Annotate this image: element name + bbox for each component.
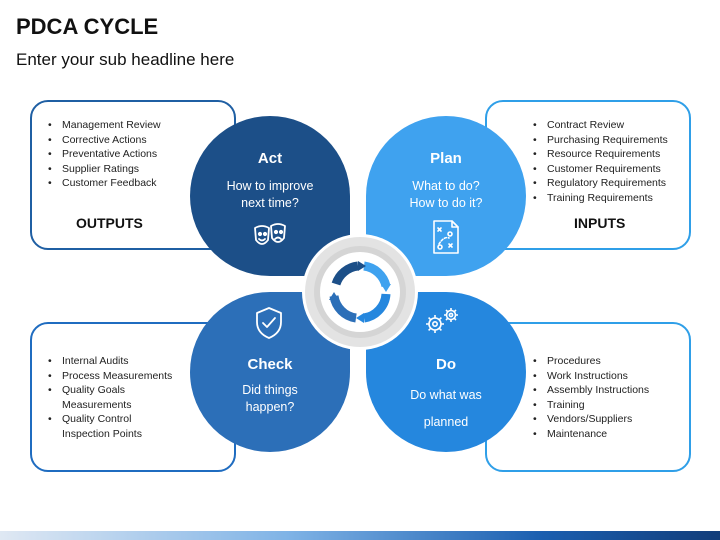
outputs-label: OUTPUTS (76, 215, 143, 231)
do-item: Training (531, 398, 649, 413)
do-item: Assembly Instructions (531, 383, 649, 398)
bottom-accent-bar (0, 531, 720, 540)
inputs-item: Purchasing Requirements (531, 133, 668, 148)
do-item: Maintenance (531, 427, 649, 442)
outputs-item: Corrective Actions (46, 133, 161, 148)
check-item: Internal Audits (46, 354, 176, 369)
do-title: Do (436, 356, 456, 373)
outputs-item: Management Review (46, 118, 161, 133)
plan-title: Plan (430, 150, 462, 167)
page-title: PDCA CYCLE (16, 14, 159, 39)
check-item: Process Measurements (46, 369, 176, 384)
cycle-ring-icon (302, 234, 418, 350)
outputs-item: Preventative Actions (46, 147, 161, 162)
check-item: Quality Control Inspection Points (46, 412, 156, 441)
strategy-board-icon (433, 220, 459, 254)
check-title: Check (247, 356, 293, 373)
plan-text: What to do? How to do it? (409, 179, 483, 210)
outputs-item: Supplier Ratings (46, 162, 161, 177)
do-text: Do what was planned (410, 388, 482, 429)
page-subtitle: Enter your sub headline here (16, 50, 235, 69)
act-text: How to improve next time? (226, 179, 314, 210)
do-item: Vendors/Suppliers (531, 412, 649, 427)
outputs-item: Customer Feedback (46, 176, 161, 191)
do-item: Work Instructions (531, 369, 649, 384)
do-list: Procedures Work Instructions Assembly In… (531, 354, 649, 441)
check-list: Internal Audits Process Measurements Qua… (46, 354, 176, 441)
inputs-item: Regulatory Requirements (531, 176, 668, 191)
shield-check-icon (256, 307, 282, 339)
inputs-list: Contract Review Purchasing Requirements … (531, 118, 668, 205)
do-item: Procedures (531, 354, 649, 369)
gears-icon (426, 308, 458, 333)
check-item: Quality Goals Measurements (46, 383, 176, 412)
act-title: Act (257, 150, 283, 167)
check-text: Did things happen? (242, 383, 298, 414)
inputs-label: INPUTS (574, 215, 626, 231)
inputs-item: Resource Requirements (531, 147, 668, 162)
outputs-list: Management Review Corrective Actions Pre… (46, 118, 161, 191)
inputs-item: Customer Requirements (531, 162, 668, 177)
theater-masks-icon (254, 223, 286, 245)
inputs-item: Contract Review (531, 118, 668, 133)
inputs-item: Training Requirements (531, 191, 668, 206)
do-petal: Do Do what was planned (366, 292, 526, 452)
